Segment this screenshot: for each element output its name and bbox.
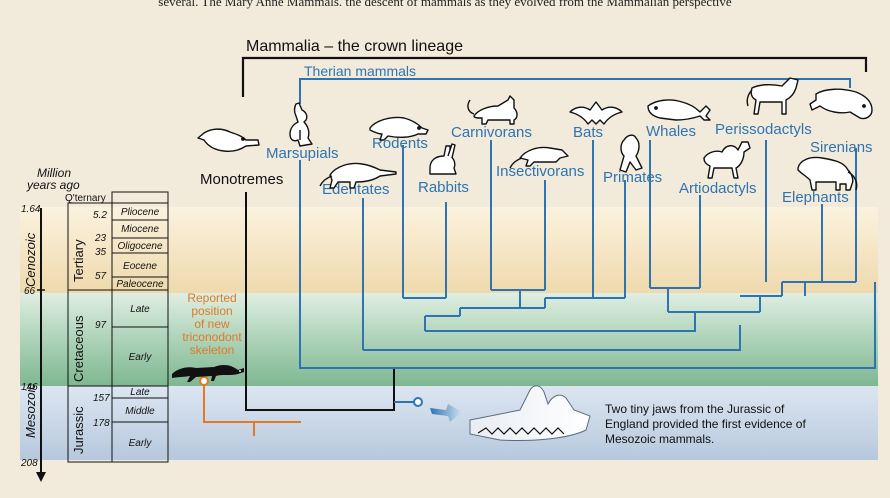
taxon-label-marsupials: Marsupials (266, 145, 339, 162)
age-1-64: 1.64 (21, 204, 41, 215)
time-arrow-head (36, 472, 46, 482)
age-146: 146 (21, 382, 38, 393)
epoch-late-cretaceous: Late (130, 304, 150, 315)
epoch-oligocene: Oligocene (117, 241, 162, 252)
epoch-middle-jurassic: Middle (125, 406, 155, 417)
taxon-label-monotremes: Monotremes (200, 171, 283, 188)
camel-icon (704, 142, 750, 178)
age-157: 157 (93, 393, 110, 404)
fossil-note-line4: triconodont (182, 330, 242, 344)
triconodont-node (200, 377, 208, 385)
epoch-miocene: Miocene (121, 224, 159, 235)
period-jurassic: Jurassic (71, 406, 86, 454)
platypus-icon (198, 129, 259, 151)
age-208: 208 (20, 458, 38, 469)
epoch-pliocene: Pliocene (121, 207, 160, 218)
age-5-2: 5.2 (93, 210, 107, 221)
taxon-label-insectivorans: Insectivorans (496, 163, 584, 180)
era-cenozoic: Cenozoic (23, 232, 38, 287)
horse-icon (747, 78, 798, 114)
epoch-eocene: Eocene (123, 261, 157, 272)
age-97: 97 (95, 320, 107, 331)
age-57: 57 (95, 271, 107, 282)
elephant-icon (798, 157, 857, 190)
taxon-label-primates: Primates (603, 169, 662, 186)
fossil-note-line2: position (191, 304, 232, 318)
therian-mammals-title: Therian mammals (304, 63, 416, 79)
taxon-label-whales: Whales (646, 123, 696, 140)
epoch-early-jurassic: Early (129, 438, 153, 449)
taxon-label-perissodactyls: Perissodactyls (715, 121, 812, 138)
manatee-icon (810, 89, 872, 118)
epoch-late-jurassic: Late (130, 387, 150, 398)
crown-lineage-title: Mammalia – the crown lineage (246, 38, 463, 55)
taxon-label-bats: Bats (573, 124, 603, 141)
taxon-label-elephants: Elephants (782, 189, 849, 206)
jaw-note-line3: Mesozoic mammals. (605, 432, 714, 446)
jaw-note-line2: England provided the first evidence of (605, 417, 806, 431)
axis-title-line2: years ago (26, 178, 80, 192)
kangaroo-icon (290, 103, 312, 146)
age-178: 178 (93, 418, 110, 429)
fossil-note-line1: Reported (187, 291, 236, 305)
epoch-early-cretaceous: Early (129, 352, 153, 363)
bat-icon (570, 102, 622, 124)
jaw-note-line1: Two tiny jaws from the Jurassic of (605, 402, 785, 416)
taxon-label-sirenians: Sirenians (810, 139, 873, 156)
taxon-label-carnivorans: Carnivorans (451, 124, 532, 141)
age-23: 23 (94, 233, 107, 244)
epoch-paleocene: Paleocene (116, 279, 164, 290)
rabbit-icon (430, 144, 456, 174)
whale-icon (648, 100, 710, 120)
cat-icon (468, 96, 517, 124)
fossil-note-line3: of new (194, 317, 230, 331)
taxon-label-rabbits: Rabbits (418, 179, 469, 196)
epoch-quaternary: Q'ternary (65, 193, 106, 204)
jaw-node (414, 398, 422, 406)
primate-icon (620, 135, 642, 172)
age-66: 66 (24, 286, 36, 297)
fossil-note-line5: skeleton (190, 343, 235, 357)
period-cretaceous: Cretaceous (71, 315, 86, 382)
age-35: 35 (95, 247, 107, 258)
taxon-label-artiodactyls: Artiodactyls (679, 180, 757, 197)
period-tertiary: Tertiary (71, 239, 86, 282)
